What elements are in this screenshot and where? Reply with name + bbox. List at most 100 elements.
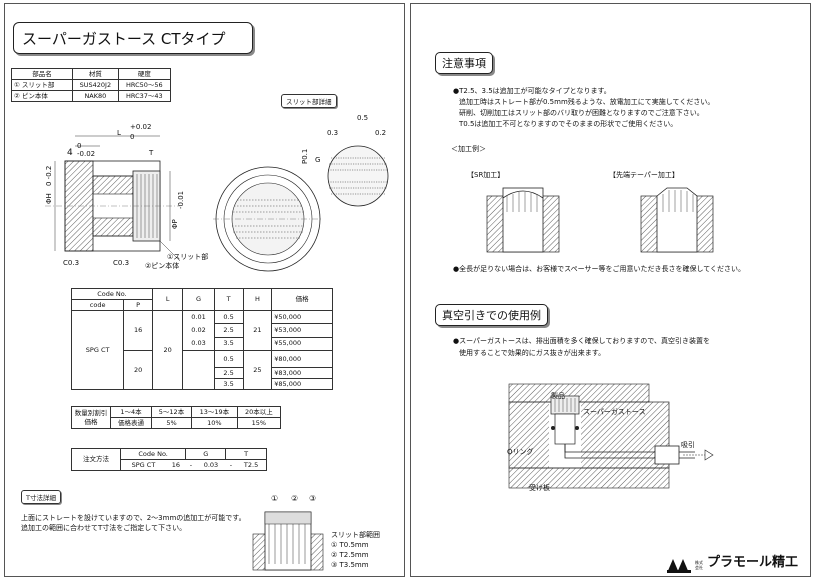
order-example: 16 [165, 459, 186, 471]
materials-cell: HRC50～56 [117, 79, 172, 91]
spec-P-cell: 20 [123, 350, 153, 390]
t-detail-text1: 上面にストレートを設けていますので、2～3mmの追加工が可能です。 [21, 514, 246, 522]
part1-label: ①スリット部 [167, 253, 209, 261]
order-example: T2.5 [236, 459, 268, 471]
front-view-drawing [213, 166, 323, 272]
spec-G-value: 0.03 [191, 339, 206, 347]
note-line-2: 追加工時はストレート部が0.5mm残るような、放電加工にて実施してください。 [459, 98, 715, 106]
slit-detail-label: スリット部詳細 [281, 94, 337, 108]
sgt-label: スーパーガストース [583, 408, 646, 416]
spec-T-cell: 0.5 [213, 350, 244, 368]
spec-T-cell: 3.5 [213, 336, 244, 352]
discount-label: 数量別割引価格 [71, 406, 111, 429]
spacer-note: ●全長が足りない場合は、お客様でスペーサー等をご用意いただき長さを確保してくださ… [453, 265, 746, 273]
spec-col-L: L [151, 288, 184, 311]
materials-header: 材質 [72, 68, 119, 80]
t-marker-3: ③ [309, 494, 317, 503]
range-item-1: ① T0.5mm [331, 541, 369, 549]
spec-price-cell: ¥53,000 [271, 323, 333, 338]
order-example: SPG CT [119, 459, 166, 471]
materials-table: 部品名 材質 硬度 ① スリット部 SUS420J2 HRC50～56 ② ピン… [11, 68, 172, 102]
slit-g: G [315, 156, 321, 164]
vacuum-title: 真空引きでの使用例 [435, 304, 548, 326]
dim-H-tol: 0 -0.2 [45, 165, 53, 186]
t-marker-1: ① [271, 494, 279, 503]
spec-G-value: 0.01 [191, 313, 206, 321]
company-logo-mark [667, 559, 691, 573]
left-page: スーパーガストース CTタイプ 部品名 材質 硬度 ① スリット部 SUS420… [4, 3, 405, 577]
materials-cell: ② ピン本体 [11, 90, 73, 102]
range-title: スリット部範囲 [331, 531, 380, 539]
order-table: 注文方法 Code No. G T SPG CT 16 - 0.03 - T2.… [71, 448, 268, 471]
order-example: - [225, 459, 237, 471]
plate-label: 受け板 [529, 484, 550, 492]
suction-label: 吸引 [681, 441, 695, 449]
spec-col-price: 価格 [271, 288, 333, 311]
spec-P-cell: 16 [123, 310, 153, 351]
spec-H-cell: 21 [242, 310, 273, 351]
vacuum-line-1: ●スーパーガストースは、排出面積を多く確保しておりますので、真空引き装置を [453, 337, 710, 345]
taper-example-drawing [640, 187, 714, 253]
spec-T-cell: 2.5 [213, 367, 244, 379]
discount-qty: 20本以上 [236, 406, 282, 418]
spec-price-cell: ¥55,000 [271, 336, 333, 352]
spec-table: Code No. L G T H 価格 code P SPG CT 16 20 … [70, 288, 333, 390]
materials-cell: SUS420J2 [72, 79, 119, 91]
sr-label: 【SR加工】 [467, 171, 505, 179]
spec-G-value: 0.02 [191, 326, 206, 334]
spec-col-P: P [123, 299, 153, 311]
spec-col-code: code [70, 299, 125, 311]
dim-T: T [149, 149, 154, 157]
notes-title: 注意事項 [435, 52, 493, 74]
part2-label: ②ピン本体 [145, 262, 180, 270]
oring-label: Oリング [507, 448, 534, 456]
t-detail-text2: 追加工の範囲に合わせてT寸法をご指定して下さい。 [21, 524, 187, 532]
spec-L-cell: 20 [151, 310, 184, 390]
product-label: 製品 [551, 392, 565, 400]
c03-left-label: C0.3 [63, 259, 80, 267]
discount-qty: 1～4本 [110, 406, 152, 418]
spec-T-cell: 0.5 [213, 309, 244, 325]
spec-price-cell: ¥83,000 [271, 367, 333, 379]
dim-P: ΦP [171, 219, 179, 229]
materials-cell: HRC37～43 [117, 90, 172, 102]
materials-header: 部品名 [11, 68, 73, 80]
discount-rate: 15% [236, 417, 282, 429]
vacuum-line-2: 使用することで効果的にガス抜きが出来ます。 [459, 349, 606, 357]
range-item-3: ③ T3.5mm [331, 561, 369, 569]
dim-4-tol-lower: -0.02 [77, 150, 96, 158]
spec-H-cell: 25 [242, 350, 273, 390]
note-line-3: 研削、切削加工はスリット部のバリ取りが困難となりますのでご注意下さい。 [459, 109, 704, 117]
discount-rate: 価格表通 [110, 417, 152, 429]
slit-02: 0.2 [375, 129, 387, 137]
spec-T-cell: 3.5 [213, 378, 244, 390]
dim-4: 4 [67, 148, 73, 158]
materials-cell: ① スリット部 [11, 79, 73, 91]
spec-G-cell: 0.01 0.02 0.03 [182, 310, 215, 351]
page-title: スーパーガストース CTタイプ [13, 22, 253, 54]
taper-label: 【先端テーパー加工】 [609, 171, 679, 179]
side-view-drawing [45, 135, 181, 262]
spec-price-cell: ¥80,000 [271, 350, 333, 368]
spec-price-cell: ¥85,000 [271, 378, 333, 390]
spec-price-cell: ¥50,000 [271, 309, 333, 325]
note-line-1: ●T2.5、3.5は追加工が可能なタイプとなります。 [453, 87, 611, 95]
sr-example-drawing [486, 187, 560, 253]
company-logo-small: 株式会社 [695, 560, 703, 570]
t-marker-2: ② [291, 494, 299, 503]
slit-03: 0.3 [327, 129, 339, 137]
slit-05: 0.5 [357, 114, 369, 122]
order-example: - [185, 459, 197, 471]
order-label: 注文方法 [71, 448, 121, 471]
order-header: Code No. [119, 448, 187, 460]
materials-cell: NAK80 [72, 90, 119, 102]
t-detail-title: T寸法詳細 [21, 490, 61, 504]
spec-G-cell-empty [182, 350, 215, 390]
dim-4-tol-upper: 0 [77, 142, 82, 150]
spec-col-G: G [182, 288, 215, 311]
company-logo-text: プラモール精工 [707, 555, 799, 570]
note-line-4: T0.5は追加工不可となりますのでそのままの形状でご使用ください。 [459, 120, 678, 128]
order-header: T [225, 448, 267, 460]
slit-p01: P0.1 [301, 148, 309, 164]
c03-mid-label: C0.3 [113, 259, 130, 267]
